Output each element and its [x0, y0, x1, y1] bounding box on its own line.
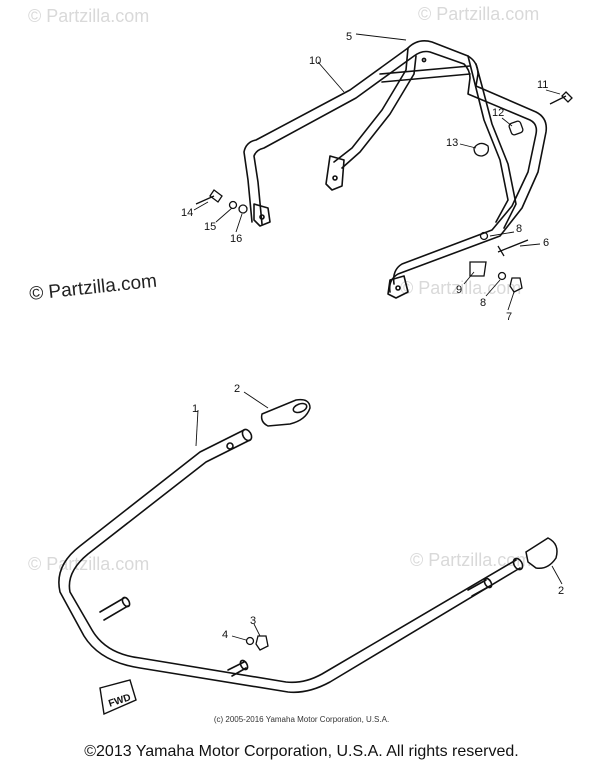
bolt-14	[195, 189, 223, 205]
callout-10: 10	[309, 55, 321, 67]
callout-4: 4	[222, 629, 228, 641]
watermark-faint-1: © Partzilla.com	[28, 6, 149, 26]
watermark-faint-2: © Partzilla.com	[418, 4, 539, 24]
callout-6: 6	[543, 237, 549, 249]
callout-2-lower: 2	[558, 585, 564, 597]
end-cap-lower	[525, 537, 558, 570]
collar-12	[508, 120, 524, 136]
watermark-main: © Partzilla.com	[28, 271, 158, 305]
watermark-faint-3: © Partzilla.com	[400, 278, 521, 298]
callout-16: 16	[230, 233, 242, 245]
cap-13	[473, 142, 490, 157]
callout-13: 13	[446, 137, 458, 149]
watermark-faint-5: © Partzilla.com	[410, 550, 531, 570]
callouts: 5 10 11 12 13 14 15 16 8 6 9 8 7 1 2 2 3…	[181, 31, 564, 641]
washer-4	[245, 636, 255, 646]
end-caps	[260, 398, 558, 570]
callout-14: 14	[181, 207, 193, 219]
callout-2-upper: 2	[234, 383, 240, 395]
front-bumper-assembly	[58, 428, 524, 694]
callout-8-upper: 8	[516, 223, 522, 235]
washer-15	[228, 200, 238, 210]
upper-grab-bar-assembly	[243, 40, 548, 299]
footer-copyright: ©2013 Yamaha Motor Corporation, U.S.A. A…	[84, 743, 519, 760]
nut-3	[255, 635, 269, 651]
faint-watermarks: © Partzilla.com © Partzilla.com © Partzi…	[28, 4, 539, 574]
washer-8-upper	[479, 231, 489, 241]
nut-16	[238, 204, 248, 214]
diagram-copyright: (c) 2005-2016 Yamaha Motor Corporation, …	[213, 715, 390, 724]
callout-7: 7	[506, 311, 512, 323]
leader-lines	[193, 33, 563, 641]
callout-8-lower: 8	[480, 297, 486, 309]
callout-5: 5	[346, 31, 352, 43]
nut-7	[509, 277, 523, 293]
callout-12: 12	[492, 107, 504, 119]
bolt-6	[497, 239, 529, 257]
fwd-arrow: FWD	[99, 679, 137, 716]
watermark-faint-4: © Partzilla.com	[28, 554, 149, 574]
callout-9: 9	[456, 284, 462, 296]
bolt-11	[549, 91, 573, 105]
callout-11: 11	[537, 79, 548, 91]
lower-right-hardware	[469, 231, 529, 293]
plate-9	[469, 261, 487, 277]
washer-8-lower	[497, 271, 507, 281]
callout-1: 1	[192, 403, 198, 415]
upper-hardware-right	[473, 91, 573, 157]
callout-15: 15	[204, 221, 216, 233]
bumper-hardware	[245, 635, 269, 651]
upper-hardware-left	[195, 189, 248, 214]
callout-3: 3	[250, 615, 256, 627]
